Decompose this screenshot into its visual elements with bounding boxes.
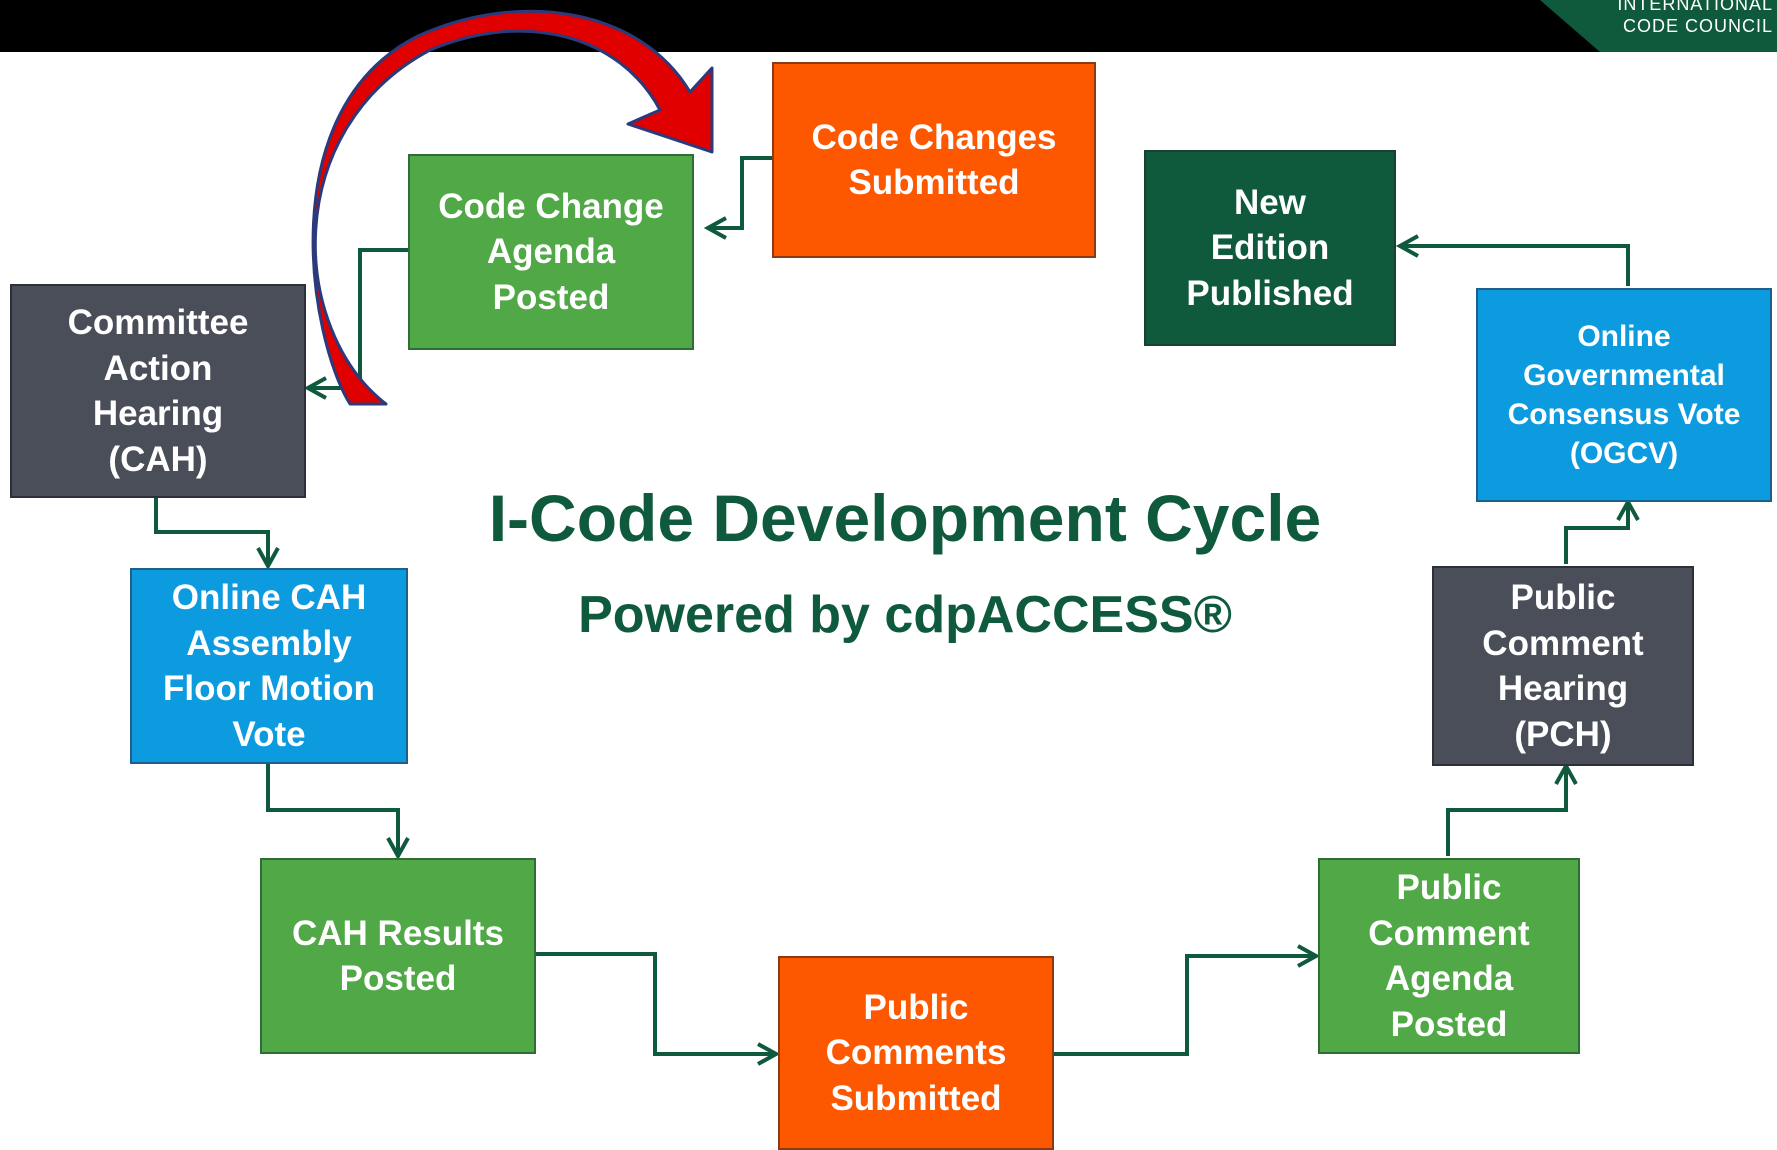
step-public-comment-hearing: Public Comment Hearing (PCH) [1432,566,1694,766]
top-banner [0,0,1777,52]
arrow-ogcv-to-new-edition [1400,246,1630,286]
step-ogcv: Online Governmental Consensus Vote (OGCV… [1476,288,1772,502]
arrow-agenda-to-cah [308,248,408,388]
red-curved-arrow [311,9,714,406]
step-label: Online Governmental Consensus Vote (OGCV… [1507,320,1741,470]
step-label: Code Change Agenda Posted [438,186,664,317]
step-online-cah-vote: Online CAH Assembly Floor Motion Vote [130,568,408,764]
step-committee-action-hearing: Committee Action Hearing (CAH) [10,284,306,498]
arrow-results-to-public-comments [536,952,776,1054]
step-new-edition-published: New Edition Published [1144,150,1396,346]
step-public-comment-agenda-posted: Public Comment Agenda Posted [1318,858,1580,1054]
arrow-submitted-to-agenda [708,156,772,228]
step-label: New Edition Published [1186,182,1354,313]
logo-line-1: INTERNATIONAL [1617,0,1773,14]
arrow-pch-to-ogcv [1564,502,1628,564]
arrow-online-vote-to-results [266,764,398,856]
step-public-comments-submitted: Public Comments Submitted [778,956,1054,1150]
diagram-title: I-Code Development Cycle [488,481,1322,555]
step-label: Online CAH Assembly Floor Motion Vote [163,578,375,754]
step-label: Public Comment Agenda Posted [1368,868,1530,1044]
step-code-changes-submitted: Code Changes Submitted [772,62,1096,258]
arrow-public-comments-to-agenda [1054,956,1316,1056]
step-label: Code Changes Submitted [811,117,1057,203]
arrow-cah-to-online-vote [154,498,268,566]
step-label: Committee Action Hearing (CAH) [67,303,249,479]
step-code-change-agenda-posted: Code Change Agenda Posted [408,154,694,350]
arrow-agenda-to-pch [1446,766,1566,856]
logo-line-2: CODE COUNCIL [1622,16,1773,36]
diagram-subtitle: Powered by cdpACCESS® [578,586,1232,644]
step-label: CAH Results Posted [292,913,504,999]
step-label: Public Comments Submitted [825,987,1007,1118]
step-cah-results-posted: CAH Results Posted [260,858,536,1054]
step-label: Public Comment Hearing (PCH) [1482,578,1644,754]
